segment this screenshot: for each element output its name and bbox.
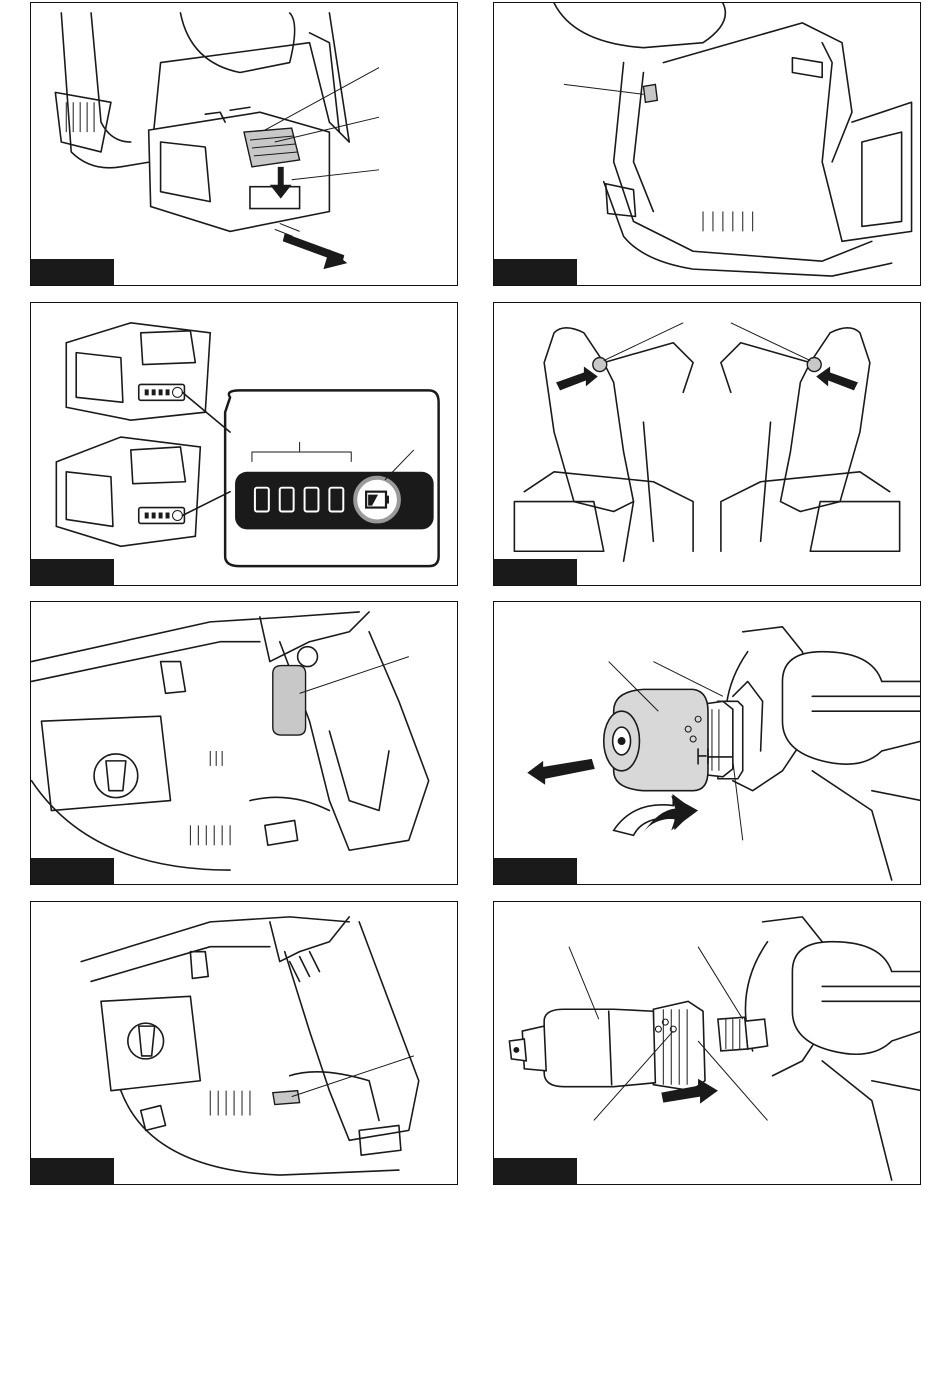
figure-label-tab (494, 259, 577, 285)
figure-label-tab (494, 559, 577, 585)
arrow-push-right-icon (816, 367, 858, 391)
figure-switch-lever (30, 601, 458, 885)
figure-label-tab (31, 559, 114, 585)
tool-body-illustration (494, 3, 920, 285)
figure-label-tab (494, 1158, 577, 1184)
battery-indicator-illustration (31, 303, 457, 585)
figure-tool-lever (30, 901, 458, 1185)
figure-label-tab (31, 858, 114, 884)
figure-battery-indicator (30, 302, 458, 586)
switch-lever-illustration (31, 602, 457, 884)
arrow-push-left-icon (556, 367, 598, 391)
grip-buttons-illustration (494, 303, 920, 585)
figure-label-tab (31, 259, 114, 285)
figure-tool-body (493, 2, 921, 286)
figure-label-tab (31, 1158, 114, 1184)
figure-label-tab (494, 858, 577, 884)
tool-lever-illustration (31, 902, 457, 1184)
figure-chuck-removal (493, 601, 921, 885)
figure-grip-buttons (493, 302, 921, 586)
arrow-pull-icon (527, 759, 595, 785)
arrow-slide-icon (283, 233, 348, 269)
chuck-install-illustration (494, 902, 920, 1184)
battery-removal-illustration (31, 3, 457, 285)
figure-chuck-install (493, 901, 921, 1185)
chuck-removal-illustration (494, 602, 920, 884)
figure-battery-removal (30, 2, 458, 286)
